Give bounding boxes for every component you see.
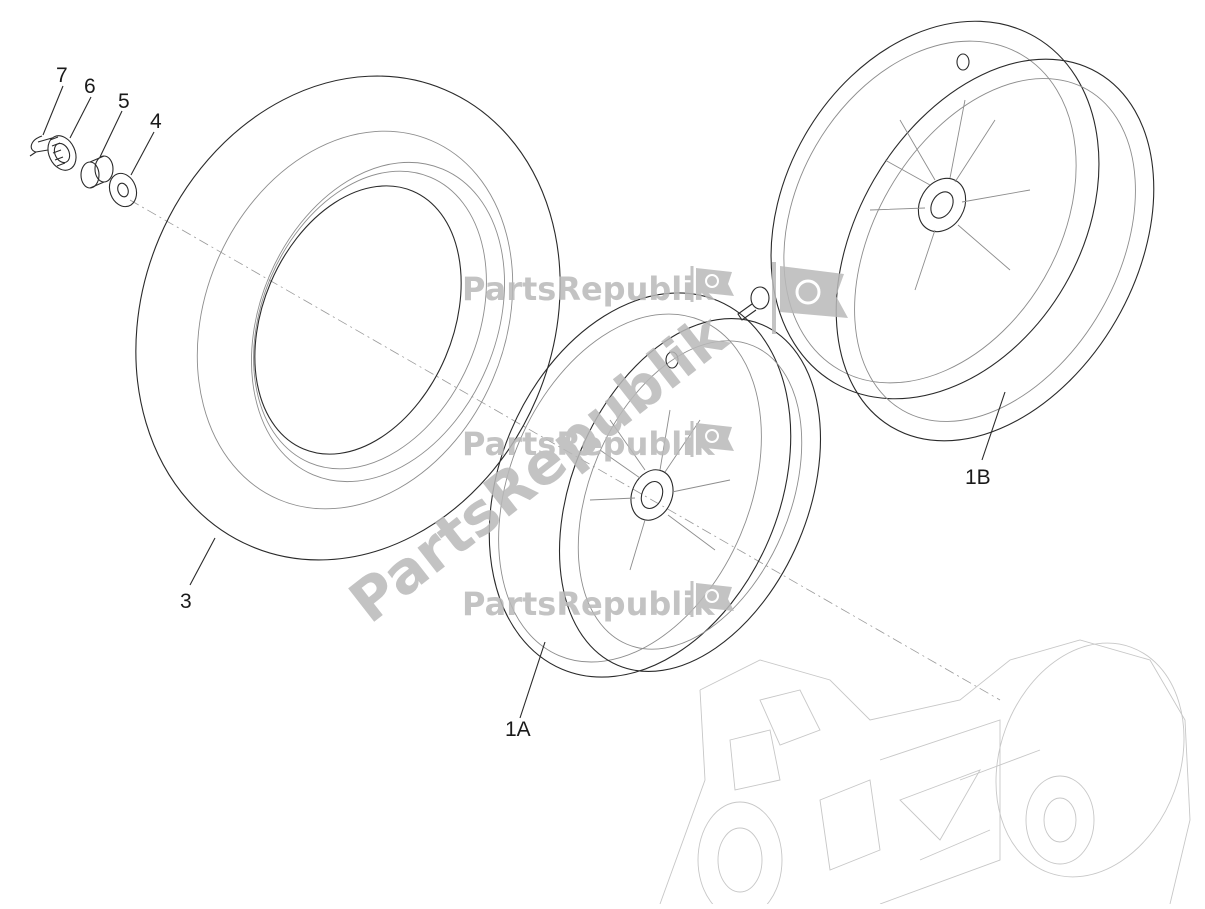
part-1a-rim bbox=[488, 292, 822, 678]
watermark-layer: PartsRepublik PartsRepublik PartsRepubli… bbox=[337, 262, 848, 636]
callout-1b: 1B bbox=[965, 466, 991, 489]
gear-flag-icon bbox=[690, 421, 734, 457]
leader-lines bbox=[42, 85, 1006, 719]
part-7-cotter-pin bbox=[29, 135, 53, 157]
part-6-castle-nut bbox=[47, 135, 77, 171]
watermark-text-1: PartsRepublik bbox=[462, 270, 715, 308]
gear-flag-icon bbox=[690, 266, 734, 302]
part-5-spacer bbox=[80, 155, 114, 189]
callout-1a: 1A bbox=[505, 718, 531, 741]
watermark-row-2: PartsRepublik bbox=[462, 421, 734, 463]
watermark-row-3: PartsRepublik bbox=[462, 581, 734, 623]
callout-7: 7 bbox=[56, 64, 68, 87]
watermark-big-gear-icon bbox=[772, 262, 848, 334]
valve-stem bbox=[737, 286, 770, 321]
watermark-row-1: PartsRepublik bbox=[462, 266, 734, 308]
watermark-text-2: PartsRepublik bbox=[462, 425, 715, 463]
callout-4: 4 bbox=[150, 110, 162, 133]
watermark-text-3: PartsRepublik bbox=[462, 585, 715, 623]
callout-labels: 7 6 5 4 3 1A 1B bbox=[56, 64, 991, 741]
part-3-tyre bbox=[135, 75, 561, 561]
engine-crankcase-ghost bbox=[659, 639, 1191, 909]
callout-6: 6 bbox=[84, 75, 96, 98]
part-4-washer bbox=[108, 172, 138, 208]
assembly-axis bbox=[129, 199, 1001, 701]
part-1b-rim bbox=[770, 20, 1155, 442]
callout-5: 5 bbox=[118, 90, 130, 113]
callout-3: 3 bbox=[180, 590, 192, 613]
gear-flag-icon bbox=[690, 581, 734, 617]
